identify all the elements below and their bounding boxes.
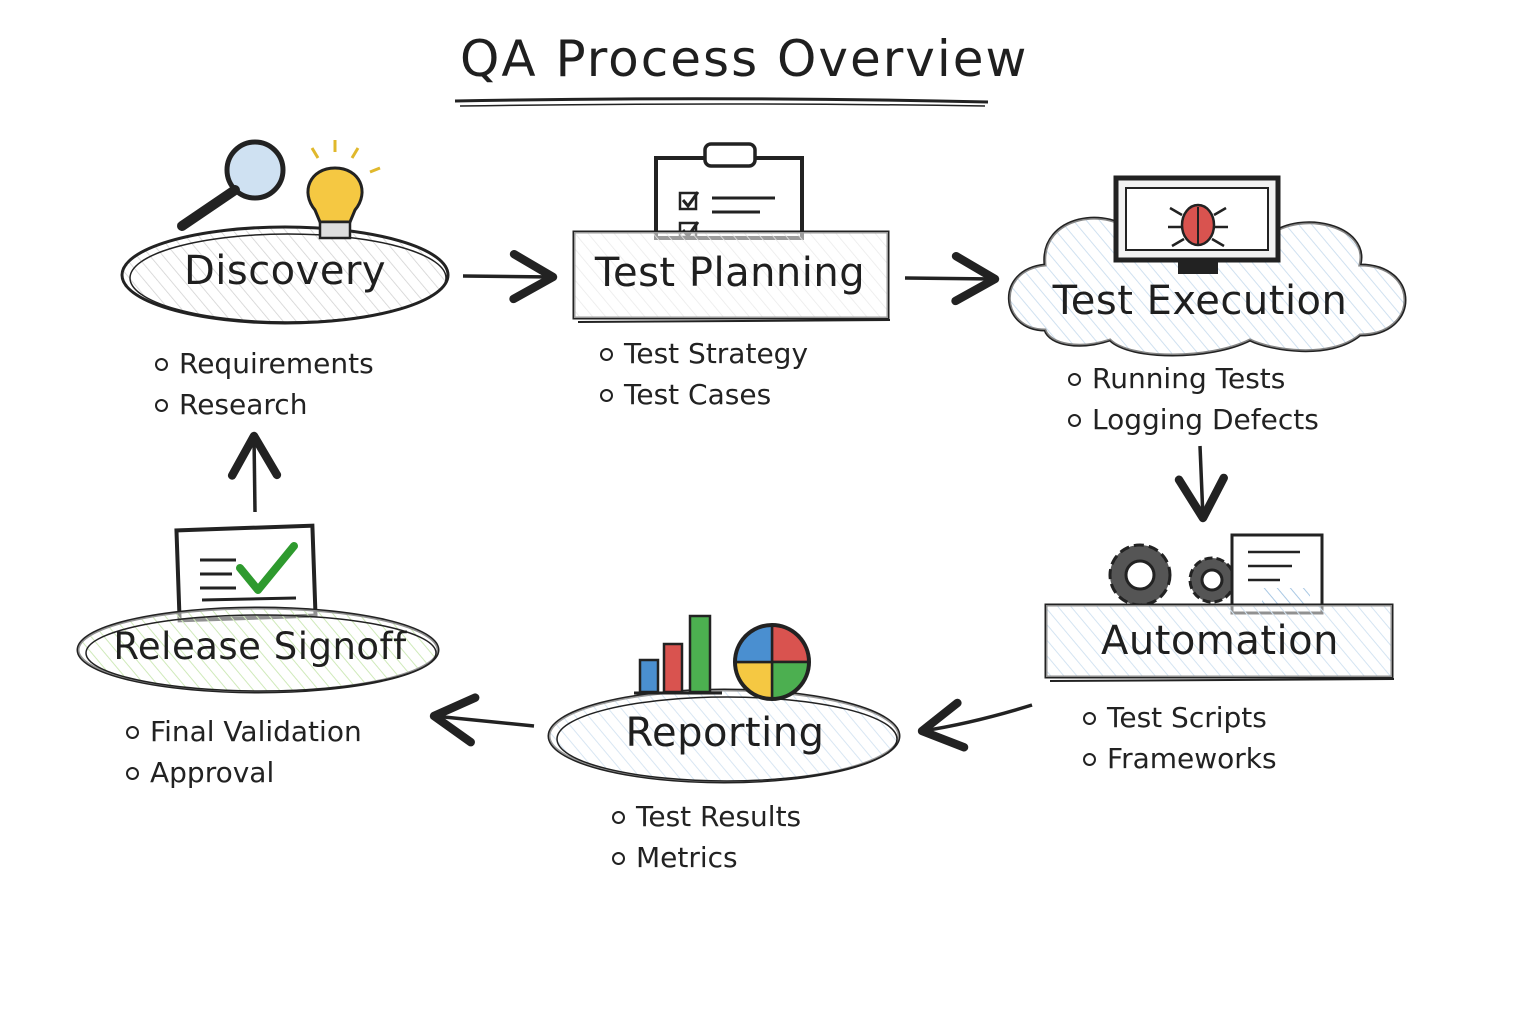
arrow-execution-to-automation	[1174, 445, 1228, 523]
automation-node	[1044, 603, 1395, 682]
list-item: Running Tests	[1068, 358, 1319, 399]
list-item: Logging Defects	[1068, 399, 1319, 440]
title-underline	[454, 97, 989, 104]
list-item: Final Validation	[126, 711, 362, 752]
reporting-bullets: Test Results Metrics	[612, 796, 801, 878]
list-item: Metrics	[612, 837, 801, 878]
list-item: Test Scripts	[1083, 697, 1277, 738]
discovery-bullets: Requirements Research	[155, 343, 374, 425]
diagram-title: QA Process Overview	[460, 30, 1029, 88]
list-item: Test Results	[612, 796, 801, 837]
arrow-planning-to-execution	[904, 251, 1000, 306]
test-planning-bullets: Test Strategy Test Cases	[600, 333, 808, 415]
test-planning-label: Test Planning	[594, 250, 866, 296]
arrow-discovery-to-planning	[462, 249, 558, 304]
reporting-label: Reporting	[625, 710, 825, 756]
list-item: Test Strategy	[600, 333, 808, 374]
clipboard-checklist-icon	[654, 142, 804, 240]
test-execution-bullets: Running Tests Logging Defects	[1068, 358, 1319, 440]
automation-label: Automation	[1101, 618, 1339, 664]
list-item: Requirements	[155, 343, 374, 384]
list-item: Research	[155, 384, 374, 425]
automation-bullets: Test Scripts Frameworks	[1083, 697, 1277, 779]
list-item: Approval	[126, 752, 362, 793]
test-execution-label: Test Execution	[1052, 278, 1348, 324]
release-signoff-node	[76, 606, 440, 694]
reporting-node	[547, 688, 901, 784]
discovery-node	[120, 225, 450, 325]
test-planning-node	[572, 230, 891, 323]
release-signoff-label: Release Signoff	[113, 625, 407, 668]
magnifier-icon	[177, 139, 286, 231]
test-execution-node	[1007, 205, 1407, 357]
document-icon	[1230, 533, 1324, 615]
list-item: Test Cases	[600, 374, 808, 415]
arrow-reporting-to-signoff	[429, 693, 535, 747]
lightbulb-icon	[306, 140, 381, 240]
monitor-bug-icon	[1113, 175, 1281, 274]
gears-icon	[1108, 543, 1236, 607]
discovery-label: Discovery	[183, 248, 387, 294]
approved-document-icon	[174, 523, 318, 623]
pie-chart-icon	[733, 623, 811, 701]
arrow-signoff-to-discovery	[227, 431, 282, 513]
bar-chart-icon	[634, 614, 722, 695]
release-signoff-bullets: Final Validation Approval	[126, 711, 362, 793]
list-item: Frameworks	[1083, 738, 1277, 779]
arrow-automation-to-reporting	[917, 698, 1033, 752]
